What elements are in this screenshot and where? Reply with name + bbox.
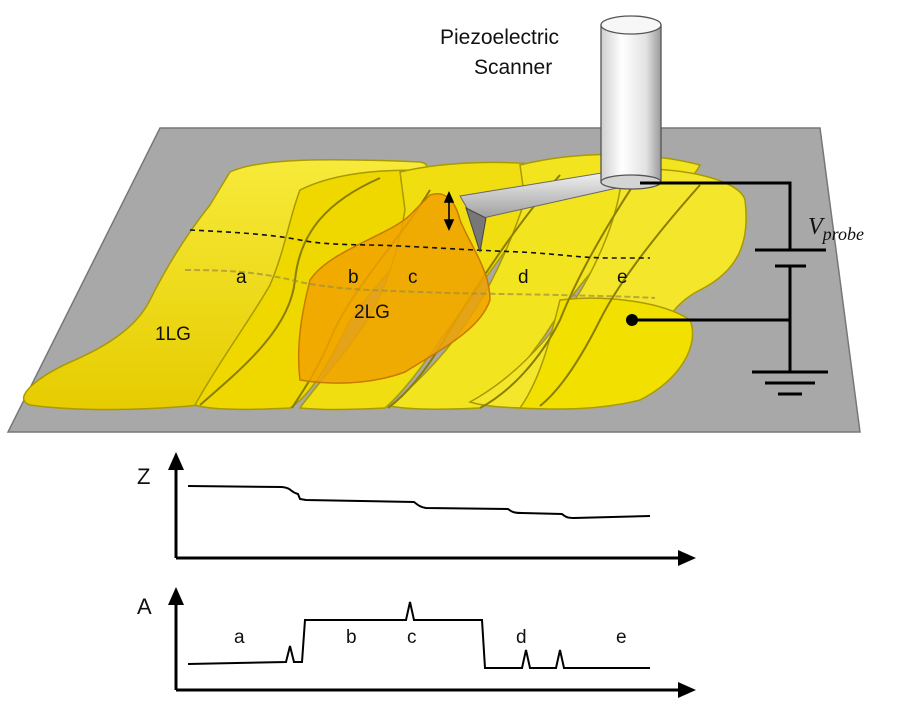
a-trace: [187, 601, 650, 669]
a-plot-axes: [174, 597, 688, 692]
a-plot-label-a: a: [234, 627, 245, 648]
a-axis-arrowhead: [168, 587, 184, 605]
region-label-c: c: [408, 267, 418, 288]
a-plot-label-d: d: [516, 627, 527, 648]
z-axis-arrowhead: [168, 452, 184, 470]
ground-contact: [626, 314, 638, 326]
region-label-a: a: [236, 267, 247, 288]
afm-tip: [465, 207, 487, 253]
scanner-label-line2: Scanner: [474, 56, 552, 79]
label-2lg: 2LG: [354, 302, 390, 323]
scan-path-dashed: [189, 229, 650, 259]
piezo-scanner: [600, 15, 662, 190]
a-plot-label-c: c: [407, 627, 417, 648]
scan-path-faint: [184, 269, 656, 299]
bias-circuit: [632, 181, 828, 396]
region-label-d: d: [518, 267, 529, 288]
bilayer-region: [297, 193, 491, 384]
oscillation-arrow: [443, 191, 455, 231]
a-axis-label: A: [137, 594, 152, 619]
scanner-label-line1: Piezoelectric: [440, 26, 559, 49]
z-x-arrowhead: [678, 550, 696, 566]
label-1lg: 1LG: [155, 324, 191, 345]
region-label-b: b: [348, 267, 359, 288]
z-plot-axes: [174, 462, 688, 560]
region-label-e: e: [617, 267, 628, 288]
vprobe-label: Vprobe: [808, 214, 864, 244]
a-plot-label-e: e: [616, 627, 627, 648]
z-axis-label: Z: [137, 464, 150, 489]
a-plot-label-b: b: [346, 627, 357, 648]
z-trace: [187, 485, 651, 520]
a-x-arrowhead: [678, 682, 696, 698]
